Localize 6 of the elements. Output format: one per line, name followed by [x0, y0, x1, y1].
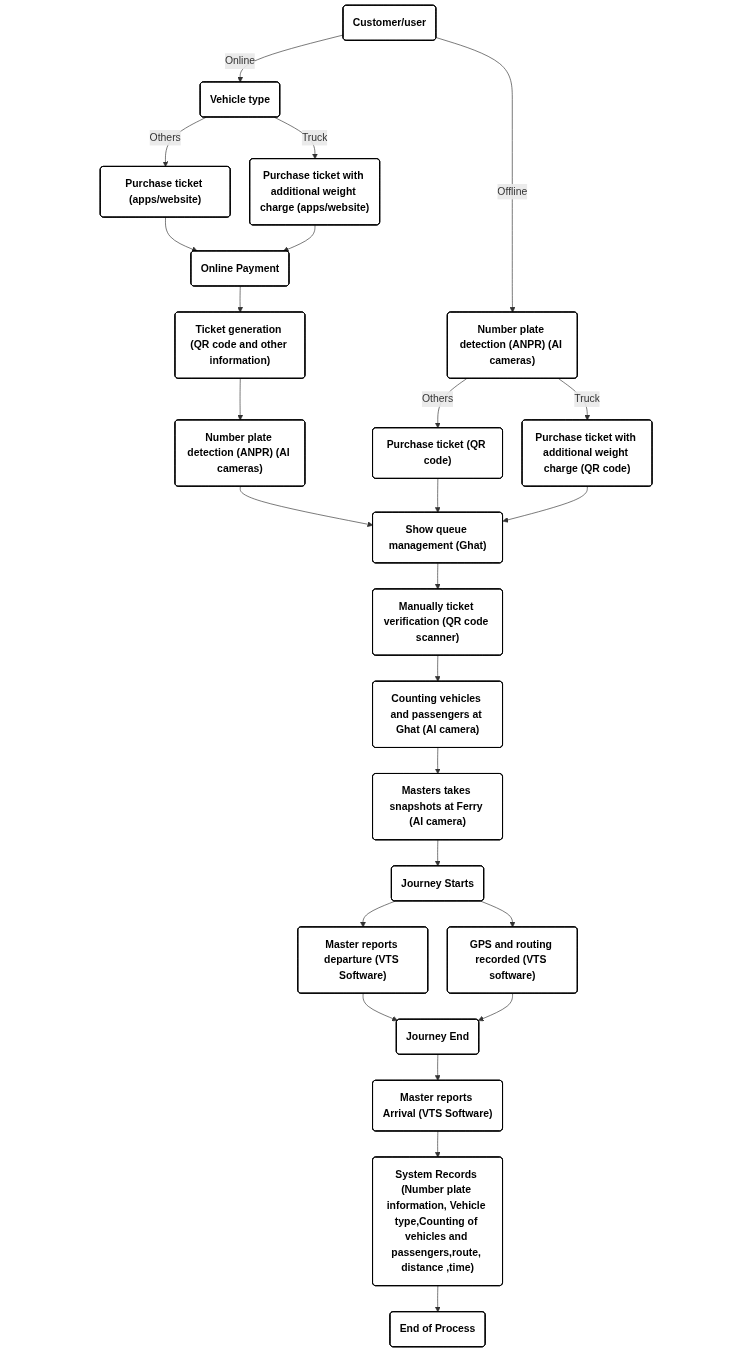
edge-label: Online	[224, 55, 255, 67]
edge-label: Offline	[497, 185, 528, 197]
edge-label: Others	[149, 131, 181, 143]
edge-label: Truck	[574, 393, 600, 405]
edge-label: Truck	[301, 131, 328, 143]
edge-label: Others	[421, 393, 454, 405]
